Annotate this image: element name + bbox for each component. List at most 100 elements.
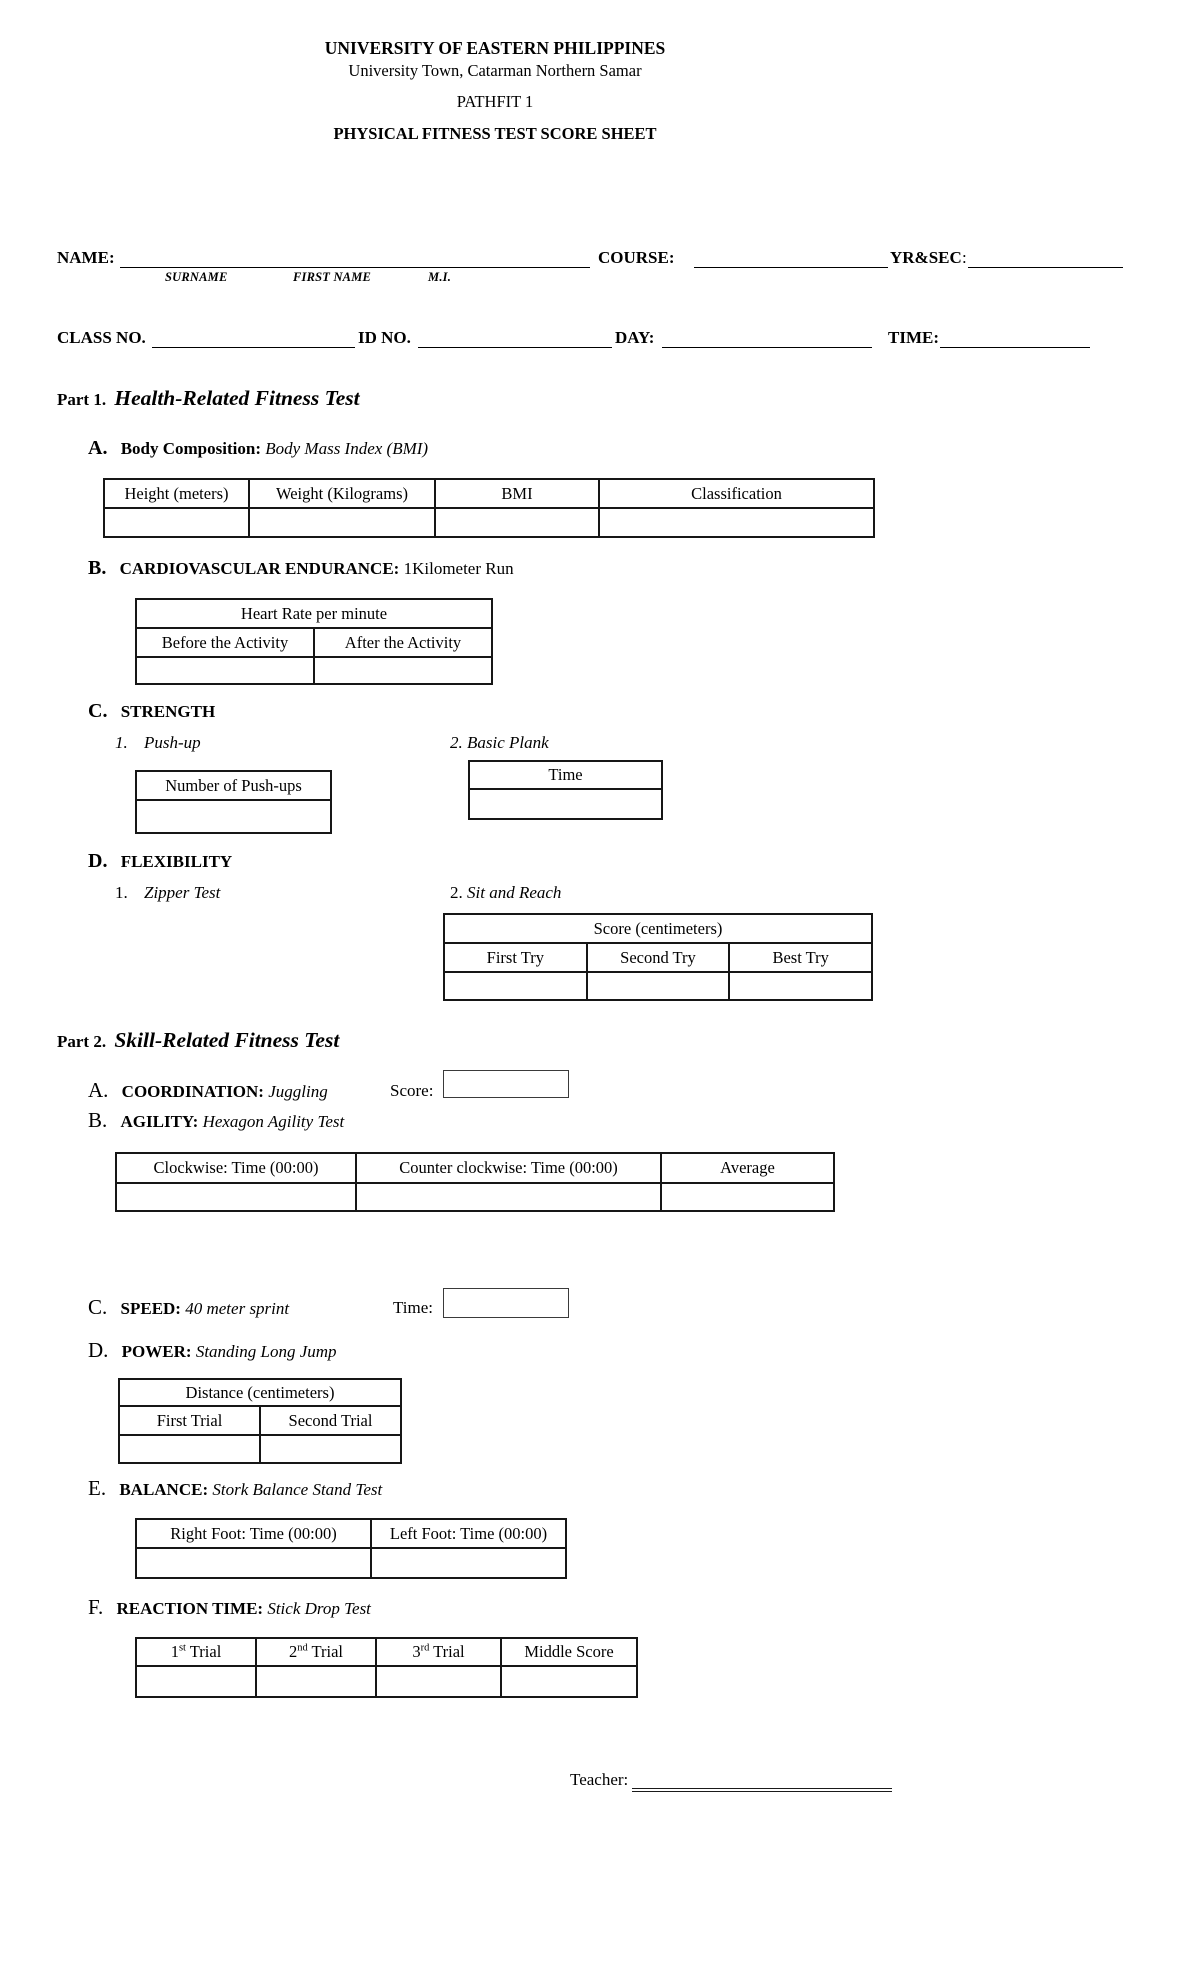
first-trial-cell[interactable] — [118, 1434, 261, 1464]
best-try-cell[interactable] — [728, 971, 873, 1001]
score-box[interactable] — [443, 1070, 569, 1098]
middle-score-cell[interactable] — [500, 1665, 638, 1698]
section-agility: B. AGILITY: Hexagon Agility Test — [88, 1108, 344, 1133]
section-b1-name: CARDIOVASCULAR ENDURANCE: — [119, 559, 400, 578]
plank-time-header: Time — [468, 760, 663, 790]
surname-caption: SURNAME — [165, 270, 228, 284]
before-activity-header: Before the Activity — [135, 627, 315, 658]
bmi-header-weight: Weight (Kilograms) — [248, 478, 436, 509]
bmi-height-cell[interactable] — [103, 507, 250, 538]
bmi-weight-cell[interactable] — [248, 507, 436, 538]
university-address: University Town, Catarman Northern Samar — [348, 60, 642, 80]
first-try-cell[interactable] — [443, 971, 588, 1001]
part1-heading: Part 1. Health-Related Fitness Test — [57, 386, 360, 411]
second-trial-header: Second Trial — [259, 1405, 402, 1436]
class-no-label: CLASS NO. — [57, 328, 146, 347]
section-c2-desc: 40 meter sprint — [185, 1299, 290, 1318]
id-no-field[interactable] — [418, 328, 612, 348]
bmi-value-cell[interactable] — [434, 507, 600, 538]
first-try-header: First Try — [443, 942, 588, 973]
section-a1-name: Body Composition: — [120, 439, 261, 458]
bmi-classification-cell[interactable] — [598, 507, 875, 538]
first-trial-header: First Trial — [118, 1405, 261, 1436]
zipper-item-num: 1. — [115, 883, 128, 902]
sheet-title: PHYSICAL FITNESS TEST SCORE SHEET — [333, 123, 657, 143]
section-b1-letter: B. — [88, 557, 107, 579]
yrsec-label: YR&SEC — [890, 248, 962, 267]
pushup-item-num: 1. — [115, 733, 128, 752]
university-name: UNIVERSITY OF EASTERN PHILIPPINES — [324, 38, 666, 58]
sprint-time-box[interactable] — [443, 1288, 569, 1318]
stick-drop-table: 1st Trial 2nd Trial 3rd Trial Middle Sco… — [135, 1637, 638, 1698]
counter-clockwise-header: Counter clockwise: Time (00:00) — [355, 1152, 662, 1184]
agility-table: Clockwise: Time (00:00) Counter clockwis… — [115, 1152, 835, 1212]
section-b2-letter: B. — [88, 1108, 108, 1132]
pushup-item: 1. Push-up — [115, 733, 201, 753]
counter-clockwise-cell[interactable] — [355, 1182, 662, 1212]
section-coordination: A. COORDINATION: Juggling — [88, 1078, 328, 1103]
trial1-cell[interactable] — [135, 1665, 257, 1698]
average-cell[interactable] — [660, 1182, 835, 1212]
section-c2-name: SPEED: — [120, 1299, 181, 1318]
pushup-table: Number of Push-ups — [135, 770, 332, 834]
second-try-cell[interactable] — [585, 971, 731, 1001]
after-activity-cell[interactable] — [313, 656, 493, 685]
part2-heading: Part 2. Skill-Related Fitness Test — [57, 1028, 339, 1053]
trial3-cell[interactable] — [375, 1665, 502, 1698]
sit-reach-span-header: Score (centimeters) — [443, 913, 873, 944]
section-b2-name: AGILITY: — [120, 1112, 199, 1131]
clockwise-cell[interactable] — [115, 1182, 357, 1212]
section-flexibility: D. FLEXIBILITY — [88, 850, 232, 874]
section-f2-desc: Stick Drop Test — [267, 1599, 371, 1618]
section-d2-name: POWER: — [121, 1342, 192, 1361]
part2-title: Skill-Related Fitness Test — [114, 1028, 340, 1052]
distance-span-header: Distance (centimeters) — [118, 1378, 402, 1407]
plank-time-cell[interactable] — [468, 788, 663, 820]
course-field[interactable] — [694, 248, 888, 268]
section-a2-desc: Juggling — [268, 1082, 328, 1101]
second-trial-cell[interactable] — [259, 1434, 402, 1464]
class-no-field[interactable] — [152, 328, 355, 348]
name-field[interactable] — [120, 248, 590, 268]
day-field[interactable] — [662, 328, 872, 348]
section-d1-name: FLEXIBILITY — [120, 852, 233, 871]
long-jump-table: Distance (centimeters) First Trial Secon… — [118, 1378, 402, 1464]
sit-reach-item-name: Sit and Reach — [467, 883, 562, 902]
trial2-cell[interactable] — [255, 1665, 377, 1698]
first-trial-header: 1st Trial — [135, 1637, 257, 1667]
section-balance: E. BALANCE: Stork Balance Stand Test — [88, 1476, 382, 1501]
teacher-signature-line[interactable] — [632, 1770, 892, 1792]
section-a2-name: COORDINATION: — [121, 1082, 264, 1101]
section-b2-desc: Hexagon Agility Test — [202, 1112, 345, 1131]
middle-score-header: Middle Score — [500, 1637, 638, 1667]
plank-item: 2. Basic Plank — [450, 733, 549, 753]
bmi-header-height: Height (meters) — [103, 478, 250, 509]
section-body-composition: A. Body Composition: Body Mass Index (BM… — [88, 437, 428, 461]
right-foot-cell[interactable] — [135, 1547, 372, 1579]
second-trial-header: 2nd Trial — [255, 1637, 377, 1667]
score-label: Score: — [390, 1081, 434, 1100]
id-no-label: ID NO. — [358, 328, 411, 347]
section-speed: C. SPEED: 40 meter sprint — [88, 1295, 289, 1320]
section-c1-letter: C. — [88, 700, 108, 722]
sit-reach-item-num: 2. — [450, 883, 463, 902]
right-foot-header: Right Foot: Time (00:00) — [135, 1518, 372, 1549]
heart-rate-span-header: Heart Rate per minute — [135, 598, 493, 629]
teacher-label: Teacher: — [570, 1770, 629, 1789]
zipper-item: 1. Zipper Test — [115, 883, 220, 903]
pushup-count-cell[interactable] — [135, 799, 332, 834]
after-activity-header: After the Activity — [313, 627, 493, 658]
left-foot-header: Left Foot: Time (00:00) — [370, 1518, 567, 1549]
section-e2-desc: Stork Balance Stand Test — [212, 1480, 383, 1499]
yrsec-field[interactable] — [968, 248, 1123, 268]
course-label: COURSE: — [598, 248, 675, 267]
plank-table: Time — [468, 760, 663, 820]
section-power: D. POWER: Standing Long Jump — [88, 1338, 337, 1363]
before-activity-cell[interactable] — [135, 656, 315, 685]
section-c1-name: STRENGTH — [120, 702, 216, 721]
clockwise-header: Clockwise: Time (00:00) — [115, 1152, 357, 1184]
left-foot-cell[interactable] — [370, 1547, 567, 1579]
time-field[interactable] — [940, 328, 1090, 348]
part1-label: Part 1. — [57, 390, 107, 409]
